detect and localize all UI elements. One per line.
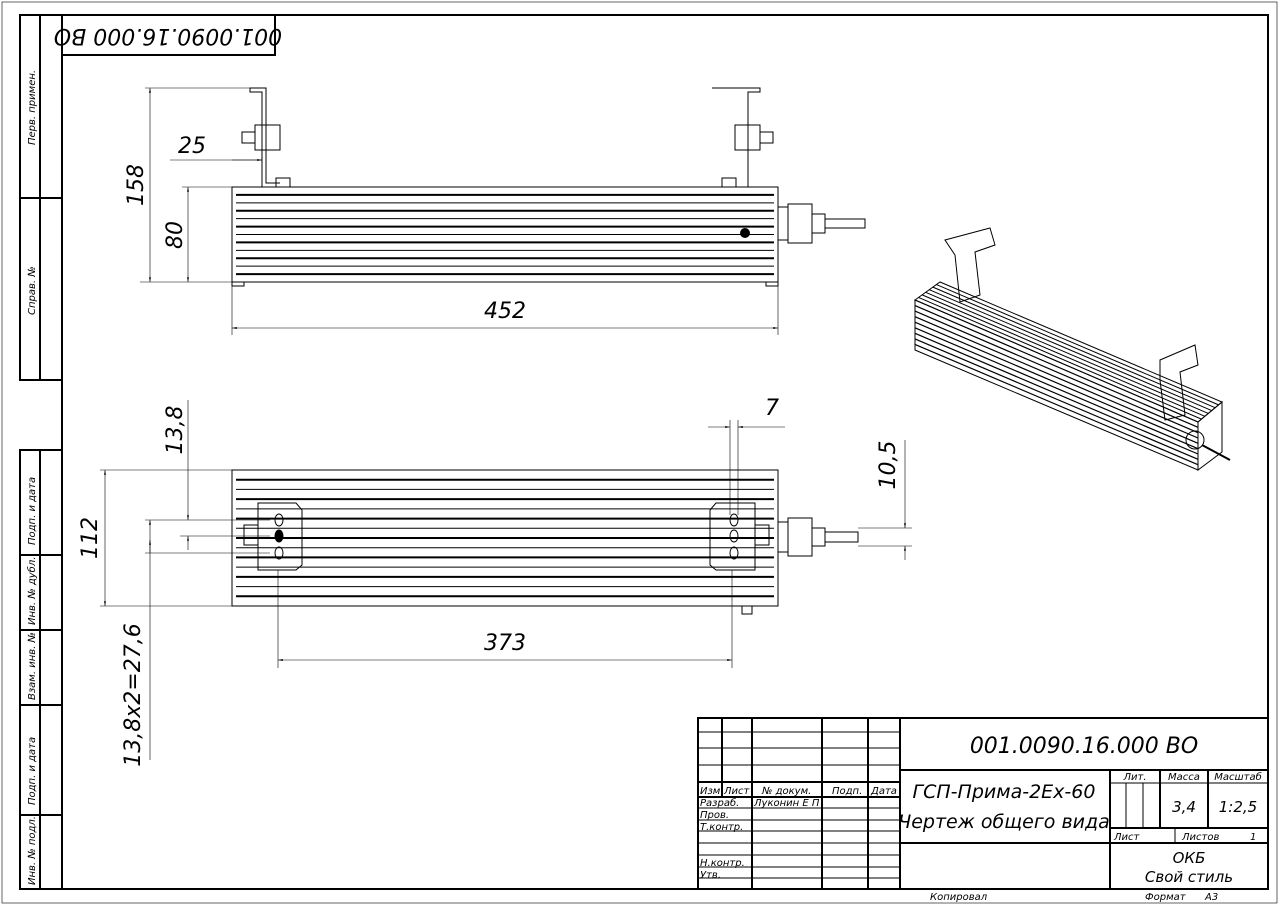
dim-373: 373	[484, 631, 526, 656]
dim-13-8: 13,8	[163, 406, 188, 455]
rotated-number-box	[61, 14, 276, 56]
strip-label: Справ. №	[27, 266, 38, 315]
drawing-line	[932, 286, 1216, 409]
role-checker: Пров.	[700, 810, 729, 821]
role-tech-control: Т.контр.	[700, 822, 743, 833]
dim-158: 158	[124, 164, 149, 206]
format-value: А3	[1204, 892, 1218, 903]
dim-27-6: 13,8x2=27,6	[121, 623, 146, 766]
product-name: ГСП-Прима-2Ex-60	[913, 781, 1096, 803]
side-strip: Перв. примен. Справ. № Подп. и дата Инв.…	[19, 14, 63, 890]
drawing-line	[936, 284, 1219, 406]
strip-label: Инв. № подл.	[27, 816, 38, 885]
bottom-view	[231, 469, 859, 615]
mass-label: Масса	[1168, 772, 1200, 783]
drawing-line	[914, 343, 1199, 466]
role-developer: Разраб.	[700, 797, 739, 809]
organization-sub: Свой стиль	[1145, 868, 1233, 886]
role-approved: Утв.	[700, 870, 721, 881]
header-sign: Подп.	[832, 786, 862, 797]
title-drawing-number: 001.0090.16.000 ВО	[970, 734, 1198, 759]
drawing-line	[925, 291, 1209, 414]
bottom-view-dimensions: 112 13,8 13,8x2=27,6 373 7 10,5	[78, 396, 912, 767]
strip-label: Инв. № дубл.	[26, 557, 38, 625]
drawing-line	[914, 338, 1199, 460]
header-doc: № докум.	[761, 786, 811, 797]
title-block: 001.0090.16.000 ВО Изм Лист № докум. Под…	[697, 717, 1269, 890]
sheet-label: Лист	[1113, 832, 1141, 843]
scale-value: 1:2,5	[1219, 798, 1257, 816]
drawing-line	[929, 289, 1212, 412]
format-label: Формат	[1145, 892, 1187, 903]
sheets-label: Листов	[1181, 832, 1219, 843]
dim-452: 452	[484, 299, 526, 324]
isometric-view	[913, 227, 1231, 471]
copied-label: Копировал	[930, 892, 988, 903]
strip-label: Перв. примен.	[27, 70, 38, 145]
header-list: Лист	[723, 786, 751, 797]
dim-25: 25	[178, 134, 206, 159]
role-norm-control: Н.контр.	[700, 858, 745, 869]
sheets-count: 1	[1250, 832, 1256, 843]
drawing-line	[914, 316, 1199, 439]
drawing-line	[914, 327, 1199, 450]
mass-value: 3,4	[1172, 798, 1196, 816]
drawing-line	[914, 310, 1199, 434]
drawing-line	[914, 321, 1199, 444]
organization: ОКБ	[1173, 849, 1206, 867]
drawing-line	[918, 296, 1202, 420]
dim-7: 7	[765, 396, 779, 421]
dim-80: 80	[163, 221, 188, 249]
drawing-line	[914, 305, 1199, 428]
dim-112: 112	[78, 517, 103, 559]
strip-label: Подп. и дата	[27, 737, 38, 805]
strip-label: Взам. инв. №	[27, 632, 38, 700]
developer-name: Луконин Е П	[753, 798, 820, 809]
drawing-line	[921, 294, 1206, 417]
header-izm: Изм	[700, 786, 721, 797]
strip-label: Подп. и дата	[27, 477, 38, 545]
rotated-drawing-number: 001.0090.16.000 ВО	[54, 23, 282, 48]
document-type: Чертеж общего вида	[898, 811, 1110, 833]
lit-label: Лит.	[1122, 772, 1146, 783]
scale-label: Масштаб	[1214, 771, 1262, 783]
drawing-line	[914, 332, 1199, 455]
top-view-dimensions: 158 80 25 452	[124, 87, 779, 335]
dim-10-5: 10,5	[876, 441, 901, 490]
header-date: Дата	[870, 786, 897, 797]
top-view	[231, 87, 866, 287]
